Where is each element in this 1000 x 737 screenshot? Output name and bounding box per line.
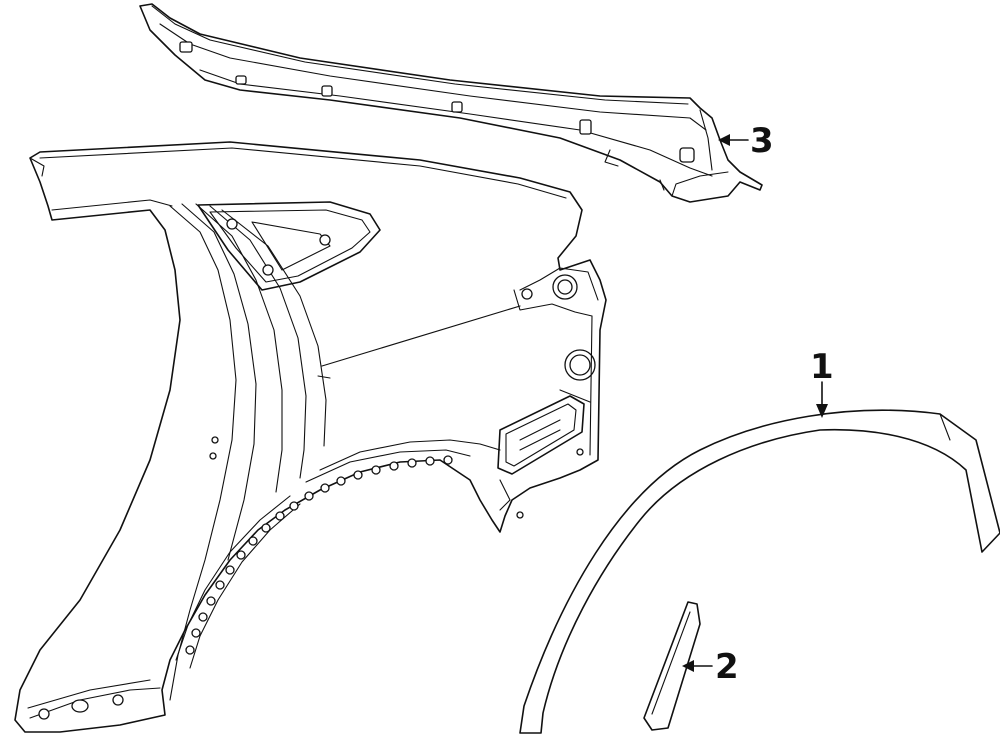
callout-label-2: 2 [715,647,739,687]
callout-label-1: 1 [810,347,834,387]
part-3-upper-trim-rail [139,3,763,203]
callout-arrow-3 [718,134,749,146]
quarter-panel [14,141,607,733]
callout-label-3: 3 [750,121,774,161]
arch-holes [185,455,453,655]
callout-arrow-2 [682,660,713,672]
part-1-wheel-opening-molding [519,409,1000,734]
part-2-molding-strip [643,601,701,731]
callout-arrow-1 [816,381,828,418]
